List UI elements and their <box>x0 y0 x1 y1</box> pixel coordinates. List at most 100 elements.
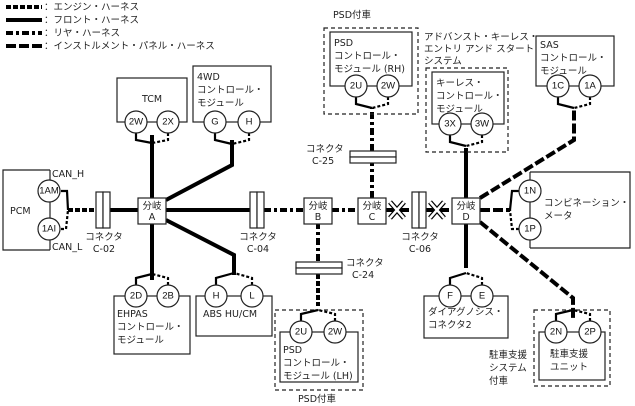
pcm-can-h-label: CAN_H <box>52 169 84 180</box>
harness-a-abs <box>165 218 236 275</box>
awd-label-3: モジュール <box>197 98 244 109</box>
module-diagnosis-connector: ダイアグノシス・ コネクタ2 F E <box>423 271 509 339</box>
park-label-2: ユニット <box>550 362 588 373</box>
branch-b-id: B <box>315 212 322 223</box>
harness-lines <box>68 108 576 318</box>
sas-pin-1a-label: 1A <box>584 81 596 92</box>
sas-label-2: コントロール・ <box>540 53 607 64</box>
abs-pin-h <box>204 284 228 308</box>
psd-rh-option-label: PSD付車 <box>333 9 372 21</box>
psd-rh-pin-2w-label: 2W <box>381 81 395 92</box>
module-4wd: 4WD コントロール・ モジュール G H <box>192 65 272 146</box>
psd-rh-label-2: コントロール・ <box>334 51 401 62</box>
ehpas-pin-2b <box>156 284 180 308</box>
ehpas-label-2: コントロール・ <box>117 322 184 333</box>
ehpas-pin-2d <box>124 284 148 308</box>
ehpas-pin-2d-label: 2D <box>130 291 142 302</box>
abs-pin-h-label: H <box>213 291 220 302</box>
branch-a: 分岐 A <box>137 197 167 225</box>
branch-b-label: 分岐 <box>308 200 328 212</box>
park-option-label-2: システム <box>489 363 527 374</box>
cut-mark-left <box>388 200 406 220</box>
psd-lh-label-2: コントロール・ <box>283 358 350 369</box>
awd-pin-h-label: H <box>246 117 253 128</box>
psd-lh-option-label: PSD付車 <box>298 393 337 405</box>
park-option-label-1: 駐車支援 <box>489 349 528 361</box>
keyless-pin-3x <box>438 112 462 136</box>
tcm-pin-2w-label: 2W <box>129 117 143 128</box>
branch-d: 分岐 D <box>451 197 481 225</box>
combi-label-2: メータ <box>544 211 573 222</box>
connector-c04-id: C-04 <box>247 244 269 255</box>
keyless-pin-3w-label: 3W <box>475 119 489 130</box>
psd-rh-label-1: PSD <box>334 38 353 49</box>
harness-d-sas <box>478 108 576 200</box>
connector-c25-label: コネクタ <box>306 144 344 155</box>
sas-label-3: モジュール <box>540 66 587 77</box>
module-keyless: アドバンスト・キーレス・ エントリ アンド スタート・ システム キーレス・ コ… <box>424 32 544 153</box>
harness-a-4wd <box>165 140 234 202</box>
branch-b: 分岐 B <box>303 197 333 225</box>
branch-c: 分岐 C <box>357 197 387 225</box>
psd-lh-option-frame <box>274 309 364 391</box>
module-sas: SAS コントロール・ モジュール 1C 1A <box>535 35 615 110</box>
diag-pin-f <box>438 284 462 308</box>
connector-c04-label: コネクタ <box>239 232 277 243</box>
sas-label-1: SAS <box>540 40 559 51</box>
module-combination-meter: コンビネーション・ メータ 1N 1P <box>508 171 631 249</box>
connector-c06: コネクタ C-06 <box>401 191 439 255</box>
diag-pin-f-label: F <box>447 291 453 302</box>
sas-pin-1c-label: 1C <box>552 81 564 92</box>
park-pin-2p <box>578 320 602 344</box>
keyless-option-frame <box>425 67 509 153</box>
pcm-pin-1am-label: 1AM <box>39 186 59 197</box>
diag-pin-e-label: E <box>479 291 485 302</box>
diag-label-1: ダイアグノシス・ <box>428 306 503 318</box>
awd-label-2: コントロール・ <box>197 85 264 96</box>
awd-pin-g <box>203 110 227 134</box>
psd-rh-pin-2u-label: 2U <box>350 81 362 92</box>
pcm-can-l-label: CAN_L <box>52 242 83 253</box>
abs-label: ABS HU/CM <box>203 309 257 320</box>
module-ehpas: EHPAS コントロール・ モジュール 2D 2B <box>113 272 191 355</box>
park-pin-2n <box>544 320 568 344</box>
tcm-pin-2x <box>156 110 180 134</box>
legend-rear-label: ：リヤ・ハーネス <box>44 28 120 39</box>
keyless-label-1: キーレス・ <box>436 78 484 89</box>
connector-c24-label: コネクタ <box>346 258 384 269</box>
psd-lh-pin-2w <box>323 320 347 344</box>
combi-pin-1p <box>518 217 542 241</box>
legend-engine-label: ：エンジン・ハーネス <box>44 2 139 13</box>
connector-c24-id: C-24 <box>352 270 374 281</box>
sas-pin-1a <box>578 74 602 98</box>
harness-d-park <box>478 220 575 318</box>
connector-c06-id: C-06 <box>409 244 431 255</box>
module-tcm: TCM 2W 2X <box>116 77 188 145</box>
keyless-option-label-2: エントリ アンド スタート・ <box>424 44 544 55</box>
connector-c25: コネクタ C-25 <box>306 144 397 167</box>
psd-rh-option-frame <box>323 27 419 115</box>
legend-front-label: ：フロント・ハーネス <box>44 15 139 26</box>
module-abs: ABS HU/CM H L <box>195 271 273 337</box>
connector-c02-id: C-02 <box>93 244 115 255</box>
ehpas-label-1: EHPAS <box>117 309 148 320</box>
branch-c-id: C <box>369 212 376 223</box>
branch-a-id: A <box>149 212 156 223</box>
tcm-label: TCM <box>141 94 162 105</box>
keyless-label-2: コントロール・ <box>436 91 503 102</box>
psd-lh-label-3: モジュール (LH) <box>283 371 353 382</box>
keyless-pin-3w <box>470 112 494 136</box>
psd-lh-label-1: PSD <box>283 345 302 356</box>
awd-label-1: 4WD <box>197 72 220 83</box>
park-pin-2n-label: 2N <box>550 327 562 338</box>
sas-pin-1c <box>546 74 570 98</box>
awd-pin-h <box>237 110 261 134</box>
pcm-pin-1ai-label: 1AI <box>42 224 56 235</box>
psd-lh-pin-2u <box>289 320 313 344</box>
branch-a-label: 分岐 <box>142 200 162 212</box>
diag-label-2: コネクタ2 <box>428 320 472 331</box>
module-pcm: PCM CAN_H CAN_L 1AM 1AI <box>2 169 84 253</box>
combi-pin-1n-label: 1N <box>524 186 536 197</box>
module-psd-lh: PSD コントロール・ モジュール (LH) 2U 2W PSD付車 <box>274 308 364 405</box>
